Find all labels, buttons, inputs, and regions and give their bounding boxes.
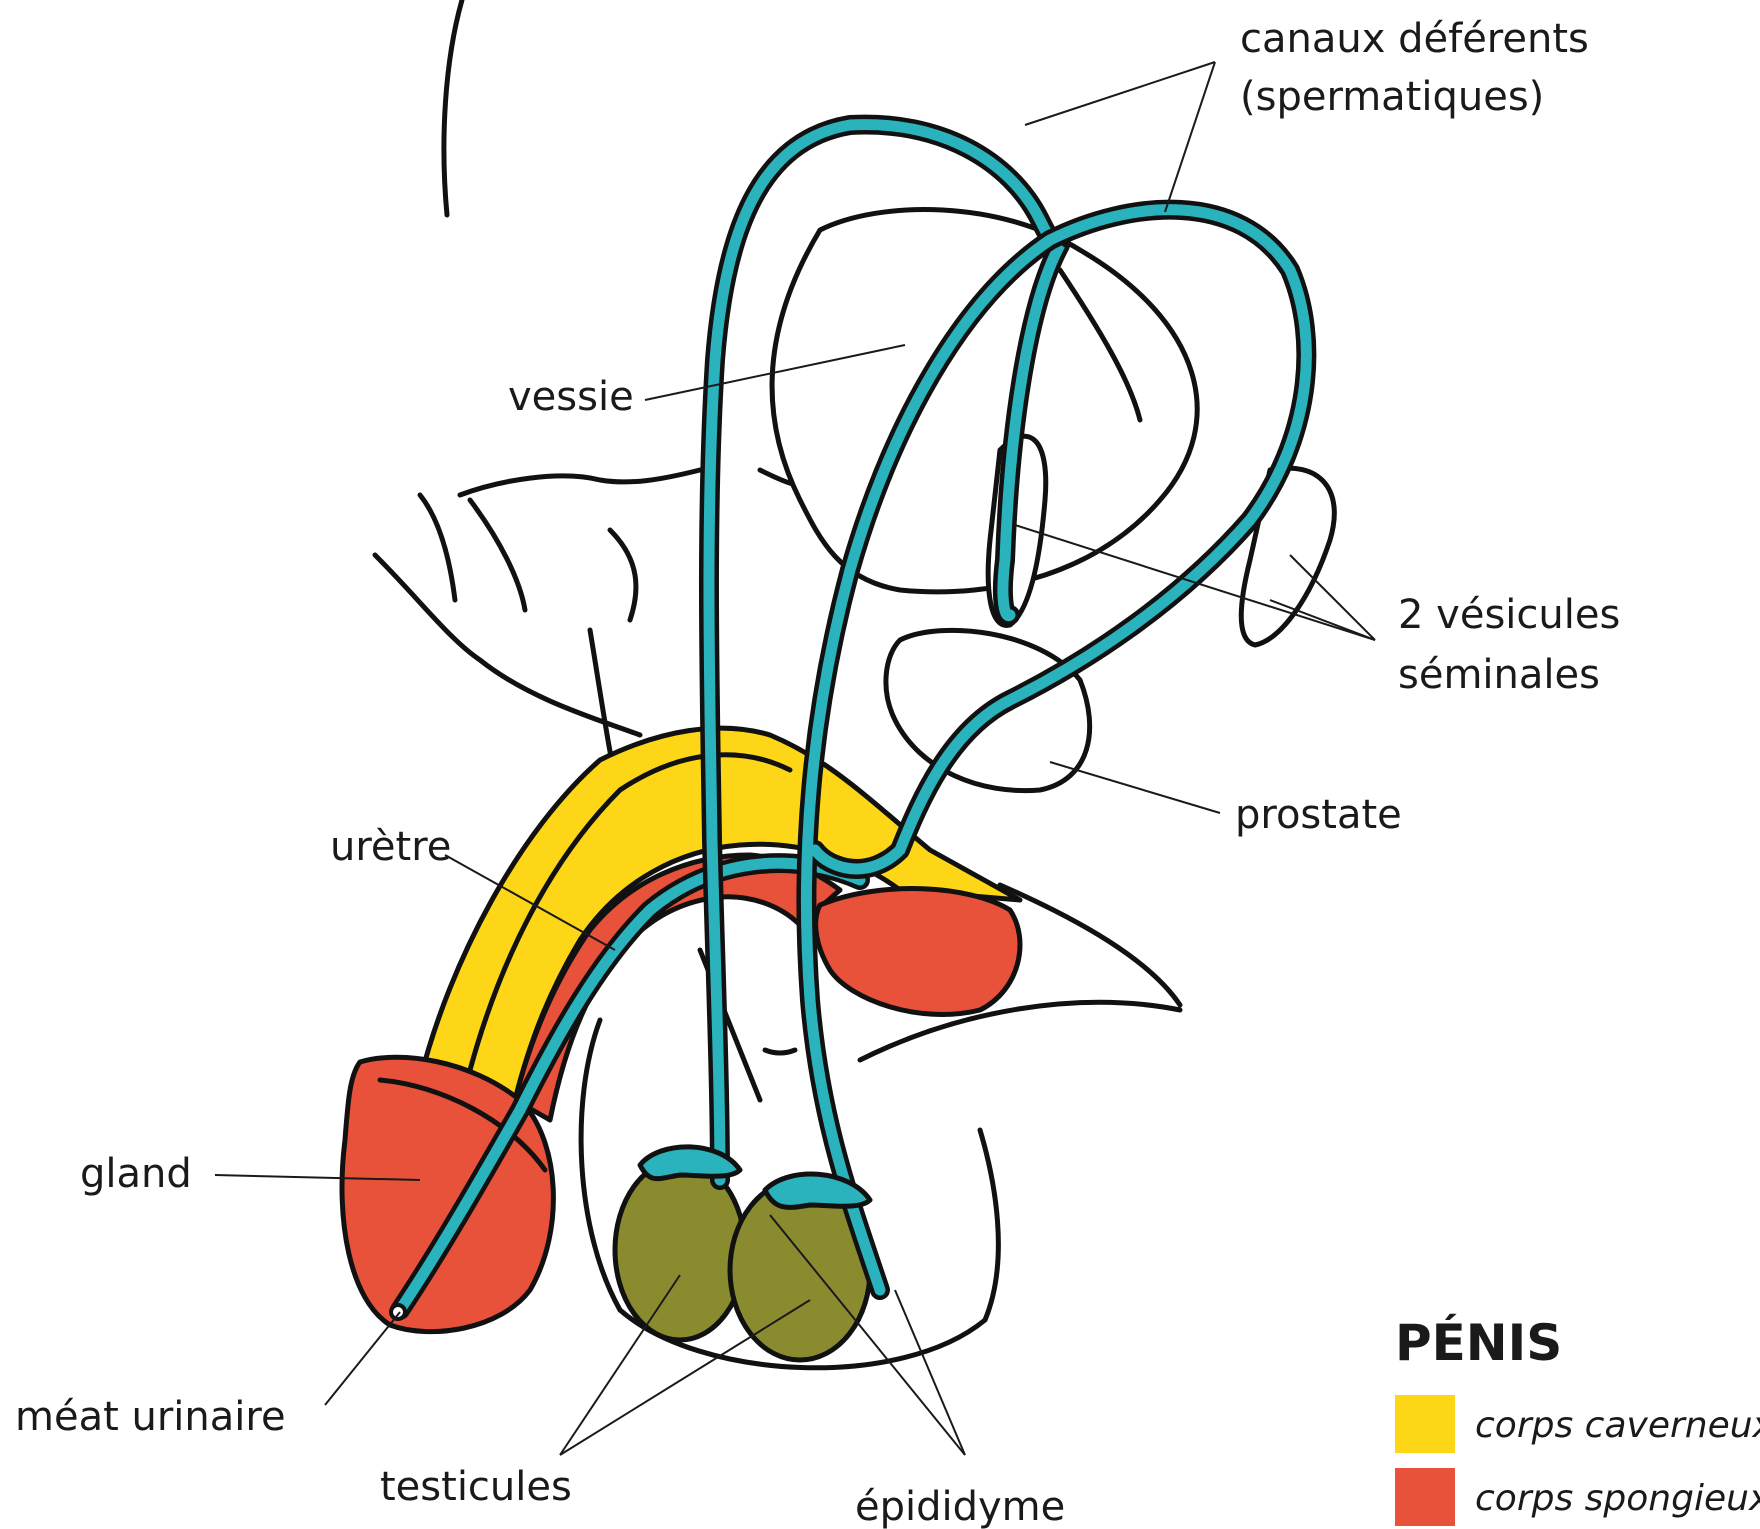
label-glans: gland xyxy=(80,1151,192,1197)
label-bladder: vessie xyxy=(508,374,634,420)
label-prostate: prostate xyxy=(1235,792,1402,838)
label-seminal-vesicles: 2 vésicules xyxy=(1398,592,1620,638)
body-wall-line xyxy=(444,0,462,215)
label-seminal-vesicles-sub: séminales xyxy=(1398,652,1600,698)
label-epididymis: épididyme xyxy=(855,1484,1065,1529)
legend: PÉNIS corps caverneux corps spongieux xyxy=(1395,1313,1760,1526)
pelvis-inner xyxy=(420,470,820,620)
label-vas-deferens: canaux déférents xyxy=(1240,16,1589,62)
legend-title: PÉNIS xyxy=(1395,1313,1562,1372)
pubic-mark xyxy=(765,1050,795,1053)
label-urinary-meatus: méat urinaire xyxy=(15,1394,286,1440)
label-vas-deferens-sub: (spermatiques) xyxy=(1240,74,1544,120)
legend-swatch-spongy xyxy=(1395,1468,1455,1526)
urinary-meatus xyxy=(391,1305,405,1319)
label-testicles: testicules xyxy=(380,1464,572,1510)
legend-label-spongy: corps spongieux xyxy=(1475,1478,1760,1519)
legend-label-cavernous: corps caverneux xyxy=(1475,1405,1760,1446)
penile-bulb xyxy=(816,889,1020,1015)
legend-swatch-cavernous xyxy=(1395,1395,1455,1453)
label-urethra: urètre xyxy=(330,824,451,870)
